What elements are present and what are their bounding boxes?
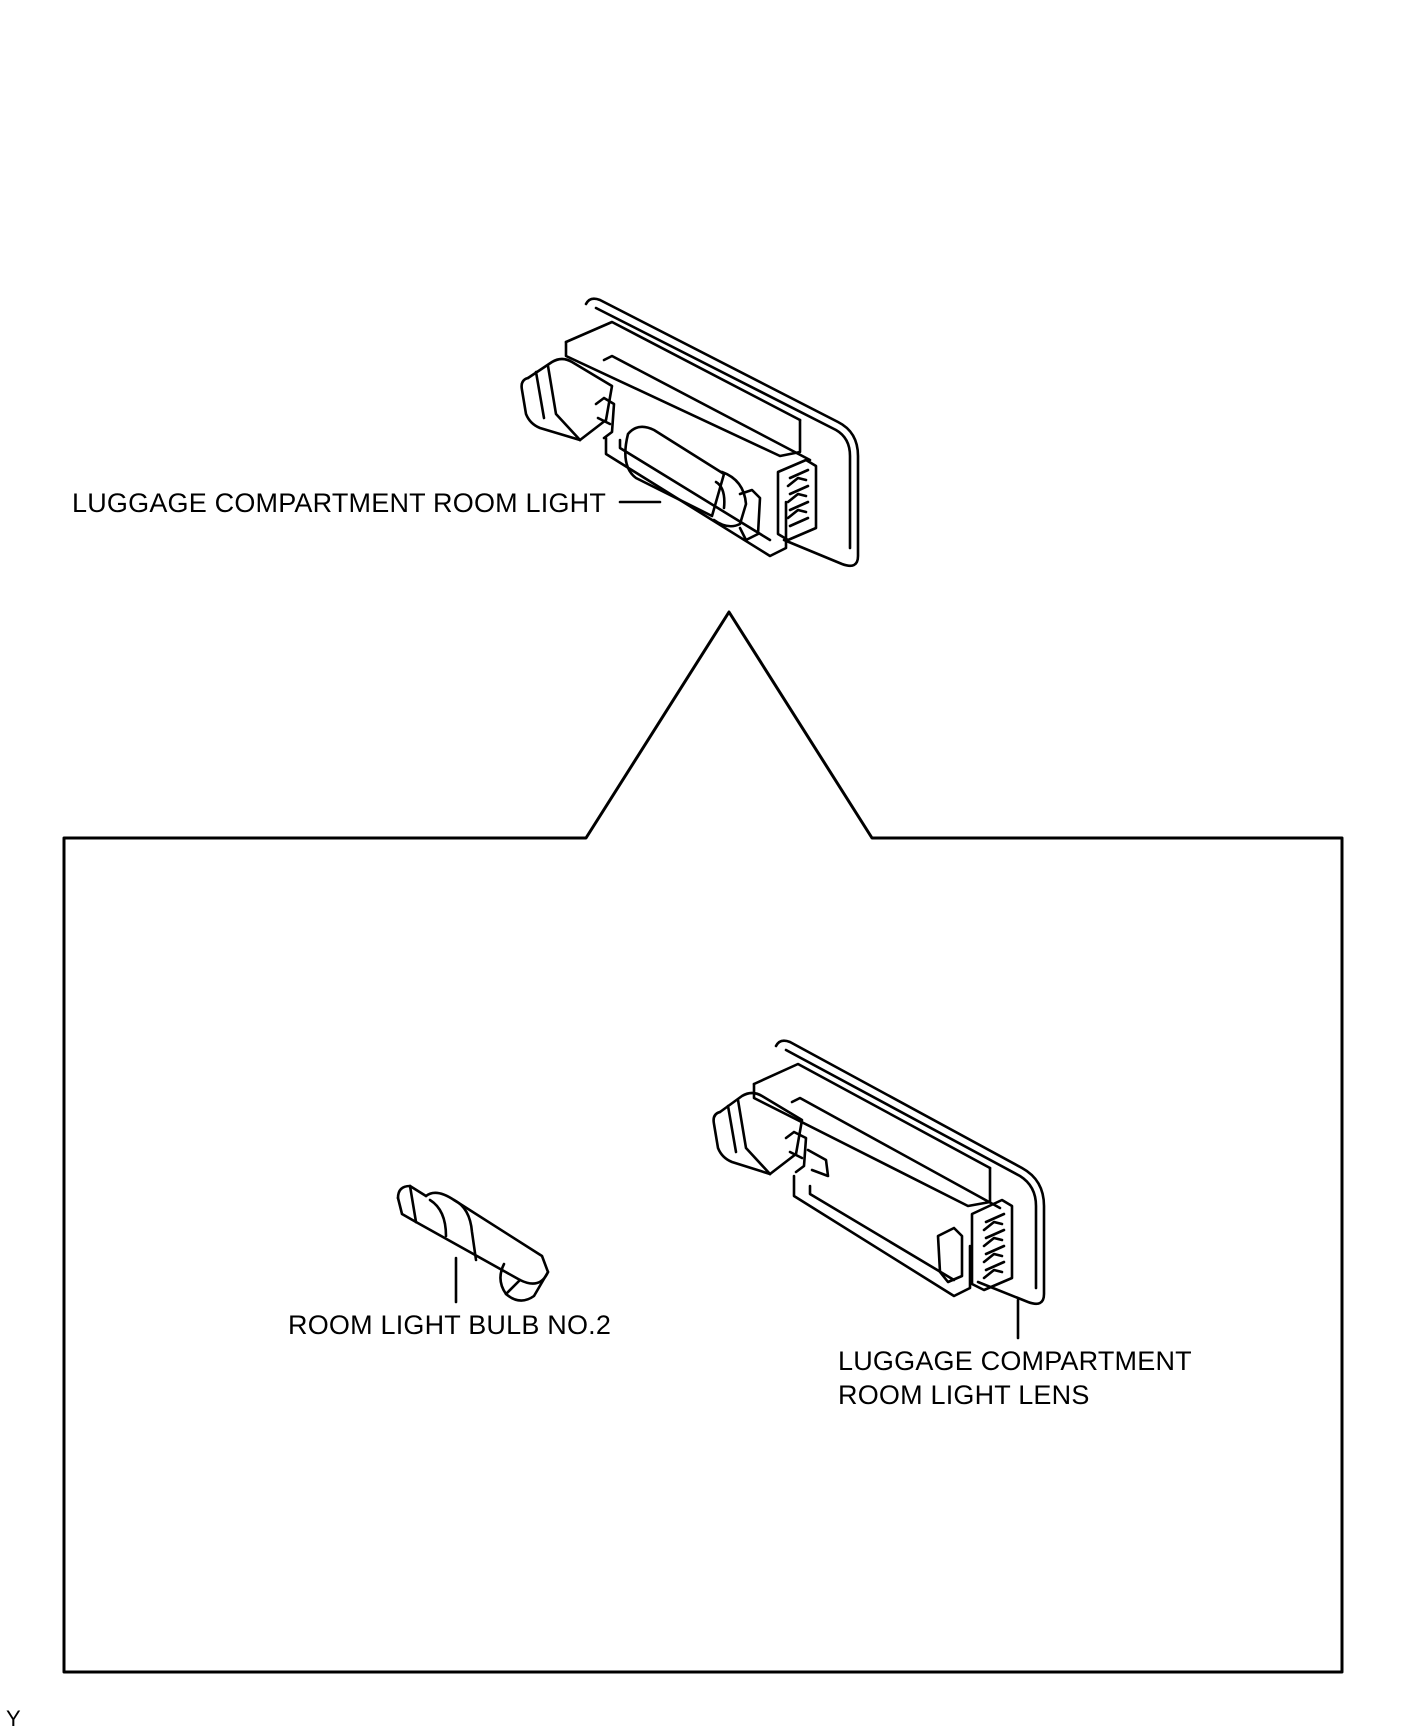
label-room-light-bulb-no2: ROOM LIGHT BULB NO.2 (288, 1310, 612, 1340)
label-room-light-lens-line1: LUGGAGE COMPARTMENT (838, 1346, 1192, 1376)
corner-mark: Y (6, 1706, 21, 1731)
assembly-drawing (520, 297, 860, 568)
lens-drawing (712, 1039, 1046, 1340)
bulb-drawing (396, 1184, 550, 1304)
label-room-light-lens: LUGGAGE COMPARTMENT ROOM LIGHT LENS (838, 1344, 1192, 1412)
detail-callout-frame (62, 610, 1344, 1674)
label-room-light-lens-line2: ROOM LIGHT LENS (838, 1380, 1090, 1410)
label-luggage-compartment-room-light: LUGGAGE COMPARTMENT ROOM LIGHT (72, 488, 607, 518)
